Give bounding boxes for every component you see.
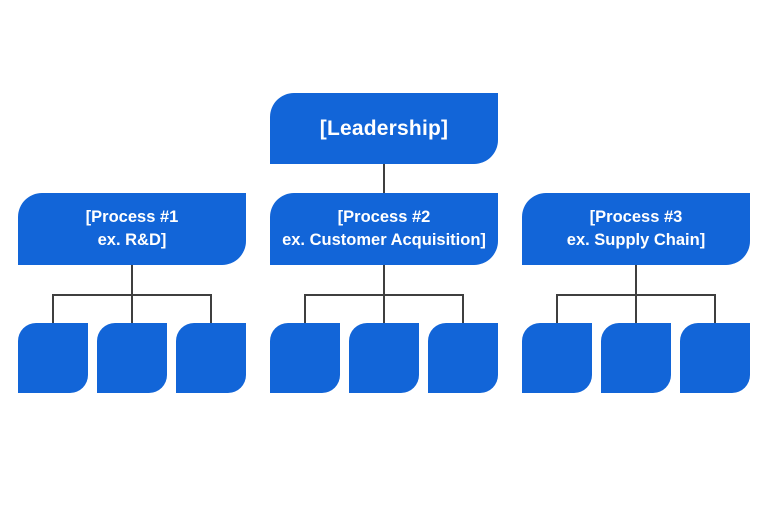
root-connector-line [383,164,385,194]
sub-node [680,323,750,393]
process-node-2: [Process #2 ex. Customer Acquisition] [270,193,498,265]
connector-stub-right [210,294,212,323]
connector-stub-left [52,294,54,323]
connector-drop-line [383,265,385,296]
sub-node [18,323,88,393]
leadership-label: [Leadership] [319,116,449,140]
connector-stub-middle [383,294,385,323]
sub-node [601,323,671,393]
connector-stub-left [304,294,306,323]
leadership-node: [Leadership] [270,93,498,164]
process-group-2: [Process #2 ex. Customer Acquisition] [270,193,498,393]
sub-node-row [18,323,246,393]
connector-stub-left [556,294,558,323]
process-group-1: [Process #1 ex. R&D] [18,193,246,393]
sub-node [428,323,498,393]
process-label-3: [Process #3 ex. Supply Chain] [566,208,706,249]
sub-node-row [270,323,498,393]
process-label-2: [Process #2 ex. Customer Acquisition] [282,208,486,249]
process-node-1: [Process #1 ex. R&D] [18,193,246,265]
connector-drop-line [131,265,133,296]
sub-node [270,323,340,393]
sub-node [349,323,419,393]
connector-drop-line [635,265,637,296]
sub-node [97,323,167,393]
sub-node [176,323,246,393]
sub-node [522,323,592,393]
process-label-1: [Process #1 ex. R&D] [85,208,179,249]
connector-stub-middle [131,294,133,323]
connector-stub-right [462,294,464,323]
connector-stub-middle [635,294,637,323]
process-node-3: [Process #3 ex. Supply Chain] [522,193,750,265]
sub-node-row [522,323,750,393]
connector-stub-right [714,294,716,323]
process-group-3: [Process #3 ex. Supply Chain] [522,193,750,393]
